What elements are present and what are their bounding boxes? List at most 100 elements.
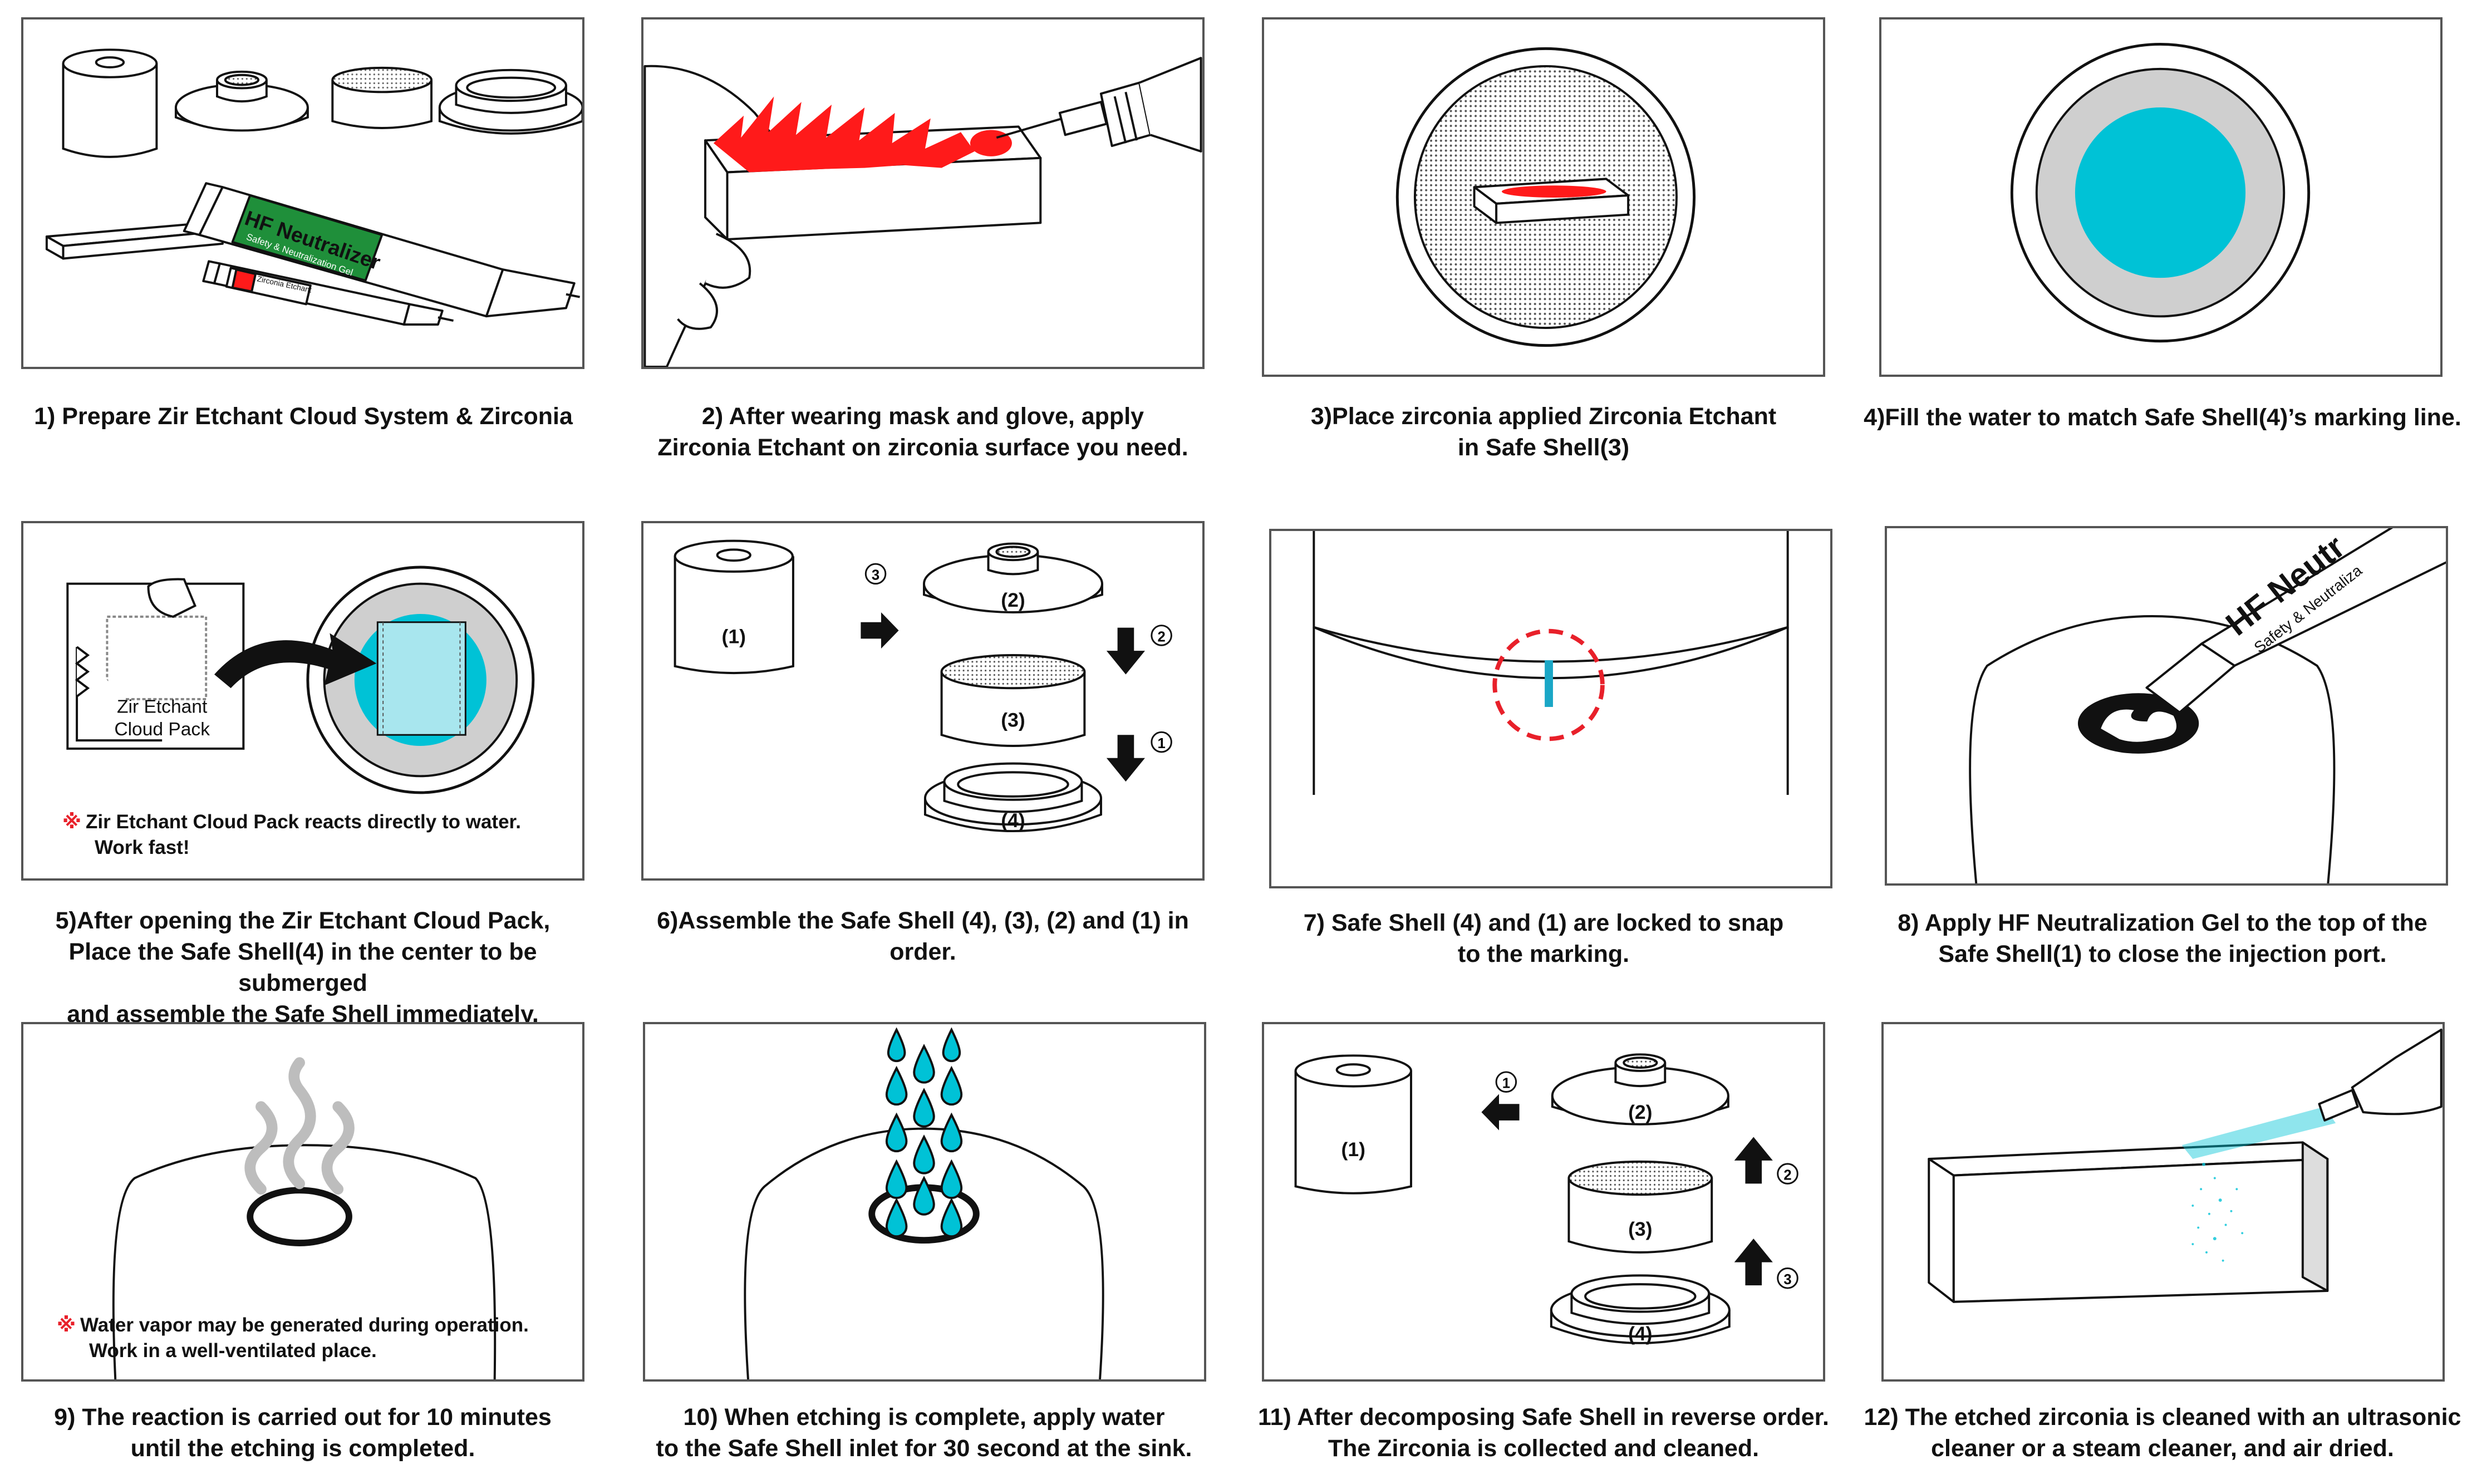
step-12-illustration <box>1928 1028 2442 1303</box>
step-5-caption: 5)After opening the Zir Etchant Cloud Pa… <box>55 907 551 1028</box>
step-2-caption: 2) After wearing mask and glove, apply Z… <box>657 403 1188 461</box>
steam-cleaner-nozzle-icon <box>2318 1028 2442 1122</box>
step-circle-1 <box>1151 731 1172 753</box>
snap-marking-line <box>1545 660 1553 707</box>
steam-spray-shape <box>2181 1107 2336 1262</box>
step-11-caption: 11) After decomposing Safe Shell in reve… <box>1258 1404 1829 1462</box>
step-circle-1 <box>1495 1071 1517 1093</box>
safe-shell-1-icon <box>674 539 794 675</box>
cloud-pack-icon <box>66 582 245 750</box>
zirconia-block-icon <box>1928 1141 2329 1303</box>
arrow-down-icon <box>1106 735 1145 782</box>
svg-text:3: 3 <box>872 568 879 583</box>
svg-text:1: 1 <box>1157 736 1165 751</box>
water-vapor-icon <box>244 1057 355 1195</box>
step-3-illustration <box>1395 47 1696 347</box>
arrow-down-icon <box>1106 627 1145 675</box>
step-1-panel: HF Neutralizer Safety & Neutralization G… <box>21 17 584 369</box>
step-4-caption: 4)Fill the water to match Safe Shell(4)’… <box>1864 404 2461 431</box>
step-circle-2 <box>1151 625 1172 646</box>
safe-shell-top-icon <box>744 1127 1104 1379</box>
shell-4-label: (4) <box>1628 1323 1652 1345</box>
shell-2-label: (2) <box>1628 1101 1652 1123</box>
arrow-left-icon <box>1481 1094 1520 1131</box>
step-8-illustration: HF Neutr Safety & Neutraliza <box>1969 528 2446 883</box>
step-4-panel <box>1879 17 2442 377</box>
zirconia-etchant-syringe-icon <box>202 260 454 326</box>
step-11-panel: (1) 1 (2) 2 (3) 3 (4) <box>1262 1022 1825 1382</box>
step-1-illustration: HF Neutralizer Safety & Neutralization G… <box>45 48 582 326</box>
step-5-illustration: Zir Etchant Cloud Pack <box>66 566 535 794</box>
step-4-illustration <box>2010 42 2311 343</box>
hf-neutralizer-tube-icon <box>2145 528 2446 714</box>
svg-text:2: 2 <box>1157 629 1165 645</box>
insert-arrow-icon <box>214 633 377 689</box>
safe-shell-3-icon <box>1567 1160 1713 1254</box>
step-5-panel: Zir Etchant Cloud Pack ※Zir Etchant Clou… <box>21 521 584 881</box>
submerged-pack-icon <box>376 621 466 736</box>
injection-port-shape <box>247 1187 352 1246</box>
arrow-up-icon <box>1734 1239 1773 1286</box>
safe-shell-4-icon <box>923 762 1102 832</box>
shell-1-label: (1) <box>722 625 746 647</box>
step-6-caption: 6)Assemble the Safe Shell (4), (3), (2) … <box>657 907 1189 965</box>
step-3-panel <box>1262 17 1825 377</box>
safe-shell-2-icon <box>923 542 1103 613</box>
step-10-illustration <box>744 1027 1104 1379</box>
svg-text:1: 1 <box>1502 1076 1510 1092</box>
step-8-caption: 8) Apply HF Neutralization Gel to the to… <box>1898 910 2427 967</box>
warning-mark-icon: ※ <box>57 1314 76 1336</box>
step-10-panel <box>643 1022 1206 1382</box>
safe-shell-1-icon <box>62 48 158 158</box>
etchant-syringe-icon <box>996 57 1202 153</box>
step-circle-3 <box>864 563 887 585</box>
step-9-illustration <box>112 1057 497 1379</box>
warning-mark-icon: ※ <box>62 811 82 833</box>
svg-text:3: 3 <box>1783 1272 1791 1288</box>
step-2-illustration <box>643 57 1202 367</box>
step-2-panel <box>641 17 1205 369</box>
shell-2-label: (2) <box>1001 589 1025 611</box>
safe-shell-2-icon <box>174 70 309 132</box>
step-8-panel: HF Neutr Safety & Neutraliza <box>1885 526 2448 886</box>
step-9-warning-note: ※Water vapor may be generated during ope… <box>57 1314 529 1362</box>
step-6-illustration: (1) 3 (2) 2 (3) 1 (4) <box>674 539 1172 832</box>
step-9-panel: ※Water vapor may be generated during ope… <box>21 1022 584 1382</box>
hf-neutralizer-syringe-icon <box>183 182 581 318</box>
step-10-caption: 10) When etching is complete, apply wate… <box>656 1404 1192 1462</box>
pack-label-line-1: Zir Etchant <box>117 697 208 718</box>
pack-label-line-2: Cloud Pack <box>114 719 210 740</box>
step-circle-2 <box>1777 1163 1798 1185</box>
step-12-panel <box>1881 1022 2445 1382</box>
arrow-right-icon <box>861 612 899 649</box>
safe-shell-4-icon <box>438 68 582 135</box>
shell-3-label: (3) <box>1001 709 1025 731</box>
safe-shell-1-icon <box>1294 1054 1412 1195</box>
safe-shell-3-icon <box>331 66 433 129</box>
neutralization-gel-shape <box>2099 707 2178 744</box>
shell-3-label: (3) <box>1628 1218 1652 1240</box>
safe-shell-top-icon <box>112 1144 497 1379</box>
water-drops-icon <box>885 1027 963 1238</box>
thumb-icon <box>147 578 196 618</box>
safe-shell-2-icon <box>1551 1053 1729 1126</box>
zirconia-block-icon <box>1473 178 1630 224</box>
step-6-panel: (1) 3 (2) 2 (3) 1 (4) <box>641 521 1205 881</box>
water-fill-shape <box>2075 107 2246 278</box>
step-1-caption: 1) Prepare Zir Etchant Cloud System & Zi… <box>34 403 573 430</box>
step-11-illustration: (1) 1 (2) 2 (3) 3 (4) <box>1294 1053 1798 1345</box>
step-7-illustration <box>1313 531 1789 795</box>
etchant-spot-shape <box>1501 185 1606 198</box>
step-7-caption: 7) Safe Shell (4) and (1) are locked to … <box>1303 910 1784 967</box>
step-5-warning-note: ※Zir Etchant Cloud Pack reacts directly … <box>62 811 521 858</box>
safe-shell-4-icon <box>1550 1274 1731 1344</box>
shell-1-label: (1) <box>1341 1138 1365 1161</box>
svg-text:2: 2 <box>1783 1167 1791 1183</box>
arrow-up-icon <box>1734 1137 1773 1184</box>
step-circle-3 <box>1777 1267 1798 1289</box>
step-3-caption: 3)Place zirconia applied Zirconia Etchan… <box>1310 403 1777 461</box>
step-9-caption: 9) The reaction is carried out for 10 mi… <box>54 1404 552 1462</box>
step-7-panel <box>1269 529 1832 888</box>
zirconia-block-icon <box>45 222 224 260</box>
step-12-caption: 12) The etched zirconia is cleaned with … <box>1864 1404 2461 1462</box>
